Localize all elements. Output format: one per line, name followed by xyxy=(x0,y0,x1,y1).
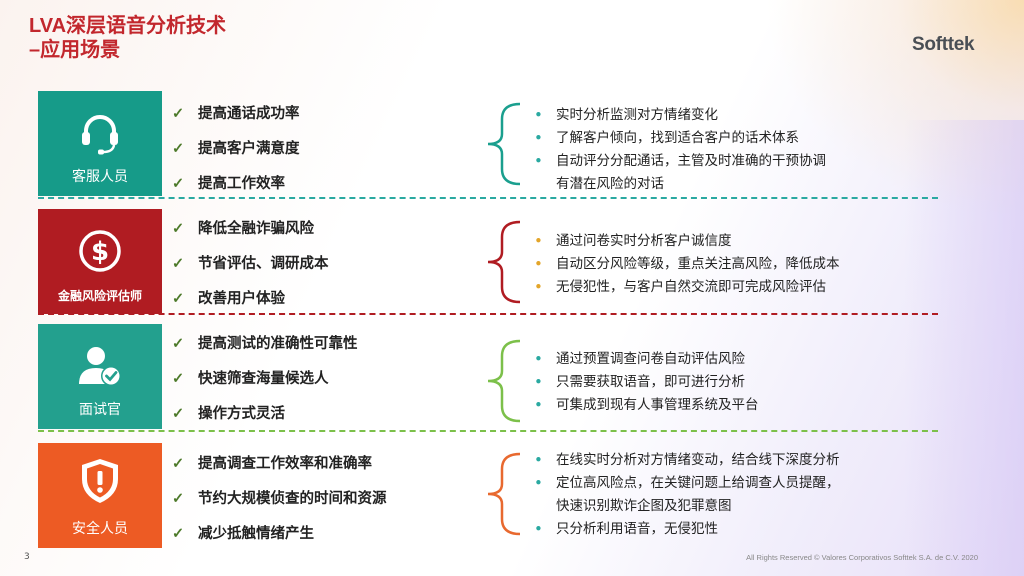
row-divider xyxy=(38,430,938,432)
benefit-item: ✓ 提高通话成功率 xyxy=(172,96,300,131)
benefit-text: 操作方式灵活 xyxy=(198,405,285,422)
headset-icon xyxy=(76,109,124,157)
detail-item: 实时分析监测对方情绪变化 xyxy=(532,104,826,127)
role-tile: 面试官 xyxy=(38,324,162,429)
role-label: 金融风险评估师 xyxy=(57,289,142,303)
benefit-text: 提高工作效率 xyxy=(198,175,285,192)
softtek-logo: Softtek xyxy=(912,34,975,55)
detail-item: 可集成到现有人事管理系统及平台 xyxy=(532,394,759,417)
benefit-item: ✓ 快速筛查海量候选人 xyxy=(172,361,358,396)
check-icon: ✓ xyxy=(172,370,185,387)
check-icon: ✓ xyxy=(172,405,185,422)
benefit-item: ✓ 提高工作效率 xyxy=(172,166,300,201)
benefit-text: 提高通话成功率 xyxy=(198,105,300,122)
title-line-1: LVA深层语音分析技术 xyxy=(29,15,227,37)
right-glow xyxy=(904,120,1024,576)
details-list: 通过问卷实时分析客户诚信度 自动区分风险等级，重点关注高风险，降低成本 无侵犯性… xyxy=(532,230,840,299)
copyright-footer: All Rights Reserved © Valores Corporativ… xyxy=(746,553,978,562)
benefit-text: 降低全融诈骗风险 xyxy=(198,220,314,237)
row-divider xyxy=(38,197,938,199)
detail-item: 在线实时分析对方情绪变动，结合线下深度分析 xyxy=(532,449,840,472)
benefit-text: 提高测试的准确性可靠性 xyxy=(198,335,358,352)
benefit-item: ✓ 提高客户满意度 xyxy=(172,131,300,166)
benefit-text: 快速筛查海量候选人 xyxy=(198,370,329,387)
detail-item: 通过问卷实时分析客户诚信度 xyxy=(532,230,840,253)
detail-item: 自动区分风险等级，重点关注高风险，降低成本 xyxy=(532,253,840,276)
check-icon: ✓ xyxy=(172,455,185,472)
benefit-item: ✓ 降低全融诈骗风险 xyxy=(172,211,329,246)
check-icon: ✓ xyxy=(172,290,185,307)
user-check-icon xyxy=(76,342,124,390)
brace-icon xyxy=(487,102,521,186)
page-title: LVA深层语音分析技术 –应用场景 xyxy=(29,14,226,62)
detail-item: 自动评分分配通话，主管及时准确的干预协调 xyxy=(532,150,826,173)
benefit-item: ✓ 节省评估、调研成本 xyxy=(172,246,329,281)
role-tile: 安全人员 xyxy=(38,443,162,548)
benefits-list: ✓ 降低全融诈骗风险 ✓ 节省评估、调研成本 ✓ 改善用户体验 xyxy=(172,211,329,316)
detail-item: 只需要获取语音，即可进行分析 xyxy=(532,371,759,394)
title-line-2: –应用场景 xyxy=(29,39,121,61)
role-label: 面试官 xyxy=(79,402,121,418)
brace-icon xyxy=(487,452,521,536)
benefit-item: ✓ 节约大规模侦查的时间和资源 xyxy=(172,481,387,516)
detail-item: 只分析利用语音，无侵犯性 xyxy=(532,518,840,541)
benefit-item: ✓ 操作方式灵活 xyxy=(172,396,358,431)
detail-item: 通过预置调查问卷自动评估风险 xyxy=(532,348,759,371)
benefits-list: ✓ 提高测试的准确性可靠性 ✓ 快速筛查海量候选人 ✓ 操作方式灵活 xyxy=(172,326,358,431)
role-label: 安全人员 xyxy=(72,521,128,537)
check-icon: ✓ xyxy=(172,490,185,507)
page-number: 3 xyxy=(24,552,30,562)
benefits-list: ✓ 提高通话成功率 ✓ 提高客户满意度 ✓ 提高工作效率 xyxy=(172,96,300,201)
detail-item: 了解客户倾向，找到适合客户的话术体系 xyxy=(532,127,826,150)
benefit-item: ✓ 改善用户体验 xyxy=(172,281,329,316)
check-icon: ✓ xyxy=(172,525,185,542)
benefit-text: 改善用户体验 xyxy=(198,290,285,307)
benefit-item: ✓ 提高测试的准确性可靠性 xyxy=(172,326,358,361)
detail-item-continuation: 快速识别欺诈企图及犯罪意图 xyxy=(556,498,732,514)
check-icon: ✓ xyxy=(172,255,185,272)
brace-icon xyxy=(487,220,521,304)
benefit-item: ✓ 提高调查工作效率和准确率 xyxy=(172,446,387,481)
benefit-text: 减少抵触情绪产生 xyxy=(198,525,314,542)
role-tile: 客服人员 xyxy=(38,91,162,196)
details-list: 通过预置调查问卷自动评估风险 只需要获取语音，即可进行分析 可集成到现有人事管理… xyxy=(532,348,759,417)
role-label: 客服人员 xyxy=(72,169,128,185)
svg-text:$: $ xyxy=(91,237,109,267)
check-icon: ✓ xyxy=(172,105,185,122)
benefit-text: 提高调查工作效率和准确率 xyxy=(198,455,372,472)
check-icon: ✓ xyxy=(172,140,185,157)
benefit-item: ✓ 减少抵触情绪产生 xyxy=(172,516,387,551)
row-divider xyxy=(38,313,938,315)
dollar-icon: $ xyxy=(76,227,124,275)
detail-item: 定位高风险点，在关键问题上给调查人员提醒， xyxy=(532,472,840,495)
check-icon: ✓ xyxy=(172,220,185,237)
shield-alert-icon xyxy=(76,457,124,505)
benefit-text: 节约大规模侦查的时间和资源 xyxy=(198,490,387,507)
benefit-text: 提高客户满意度 xyxy=(198,140,300,157)
details-list: 实时分析监测对方情绪变化 了解客户倾向，找到适合客户的话术体系 自动评分分配通话… xyxy=(532,104,826,196)
role-tile: $ 金融风险评估师 xyxy=(38,209,162,314)
detail-item-continuation: 有潜在风险的对话 xyxy=(556,176,664,192)
brace-icon xyxy=(487,339,521,423)
benefit-text: 节省评估、调研成本 xyxy=(198,255,329,272)
detail-item: 无侵犯性，与客户自然交流即可完成风险评估 xyxy=(532,276,840,299)
check-icon: ✓ xyxy=(172,335,185,352)
benefits-list: ✓ 提高调查工作效率和准确率 ✓ 节约大规模侦查的时间和资源 ✓ 减少抵触情绪产生 xyxy=(172,446,387,551)
check-icon: ✓ xyxy=(172,175,185,192)
details-list: 在线实时分析对方情绪变动，结合线下深度分析 定位高风险点，在关键问题上给调查人员… xyxy=(532,449,840,541)
